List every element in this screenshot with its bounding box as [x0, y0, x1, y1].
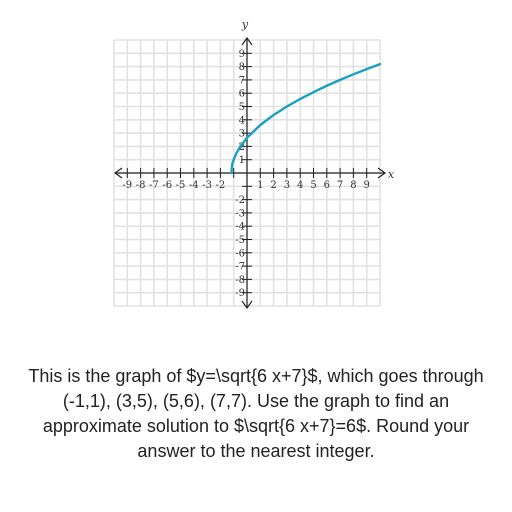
y-tick-label: -8: [235, 275, 245, 286]
x-tick-label: -9: [122, 180, 132, 191]
y-tick-label: 8: [239, 62, 245, 73]
y-tick-label: 9: [239, 49, 245, 60]
x-axis-arrow-right: [377, 167, 387, 179]
series-line: [230, 62, 382, 175]
y-tick-label: 7: [239, 75, 245, 86]
y-tick-label: 1: [239, 155, 245, 166]
x-tick-label: 8: [350, 180, 356, 191]
tick-marks: [126, 52, 368, 294]
y-tick-label: 6: [239, 89, 245, 100]
x-tick-label: -7: [149, 180, 159, 191]
y-tick-label: -6: [235, 248, 245, 259]
y-tick-label: 3: [239, 129, 245, 140]
x-tick-label: 5: [310, 180, 316, 191]
x-tick-label: 9: [364, 180, 370, 191]
x-tick-label: -3: [202, 180, 212, 191]
y-tick-label: 5: [239, 102, 245, 113]
x-tick-label: 1: [257, 180, 263, 191]
x-tick-label: 7: [337, 180, 343, 191]
question-text: This is the graph of $y=\sqrt{6 x+7}$, w…: [28, 366, 484, 461]
x-tick-label: -6: [162, 180, 172, 191]
series-layer: [230, 62, 382, 175]
y-tick-label: -2: [235, 195, 245, 206]
y-tick-label: -4: [235, 222, 245, 233]
x-axis-arrow-left: [113, 167, 123, 179]
x-tick-label: -4: [189, 180, 199, 191]
x-tick-label: 4: [297, 180, 303, 191]
y-axis-label: y: [241, 18, 249, 31]
y-tick-labels: 9 8 7 6 5 4 3 2 1 -2 -3 -4 -5 -6 -7 -8 -9: [235, 49, 245, 299]
x-tick-label: 3: [284, 180, 290, 191]
x-tick-label: 2: [270, 180, 276, 191]
y-tick-label: -7: [235, 262, 245, 273]
y-tick-label: 4: [239, 115, 245, 126]
y-tick-label: -3: [235, 208, 245, 219]
y-axis-arrow-top: [241, 36, 253, 46]
x-tick-label: -8: [136, 180, 146, 191]
y-tick-label: -5: [235, 235, 245, 246]
x-tick-label: -5: [176, 180, 186, 191]
x-axis-label: x: [388, 168, 395, 181]
y-tick-label: 2: [239, 142, 245, 153]
y-tick-label: -9: [235, 288, 245, 299]
x-tick-label: -2: [216, 180, 226, 191]
x-tick-label: 6: [324, 180, 330, 191]
y-axis-arrow-bottom: [241, 300, 253, 310]
